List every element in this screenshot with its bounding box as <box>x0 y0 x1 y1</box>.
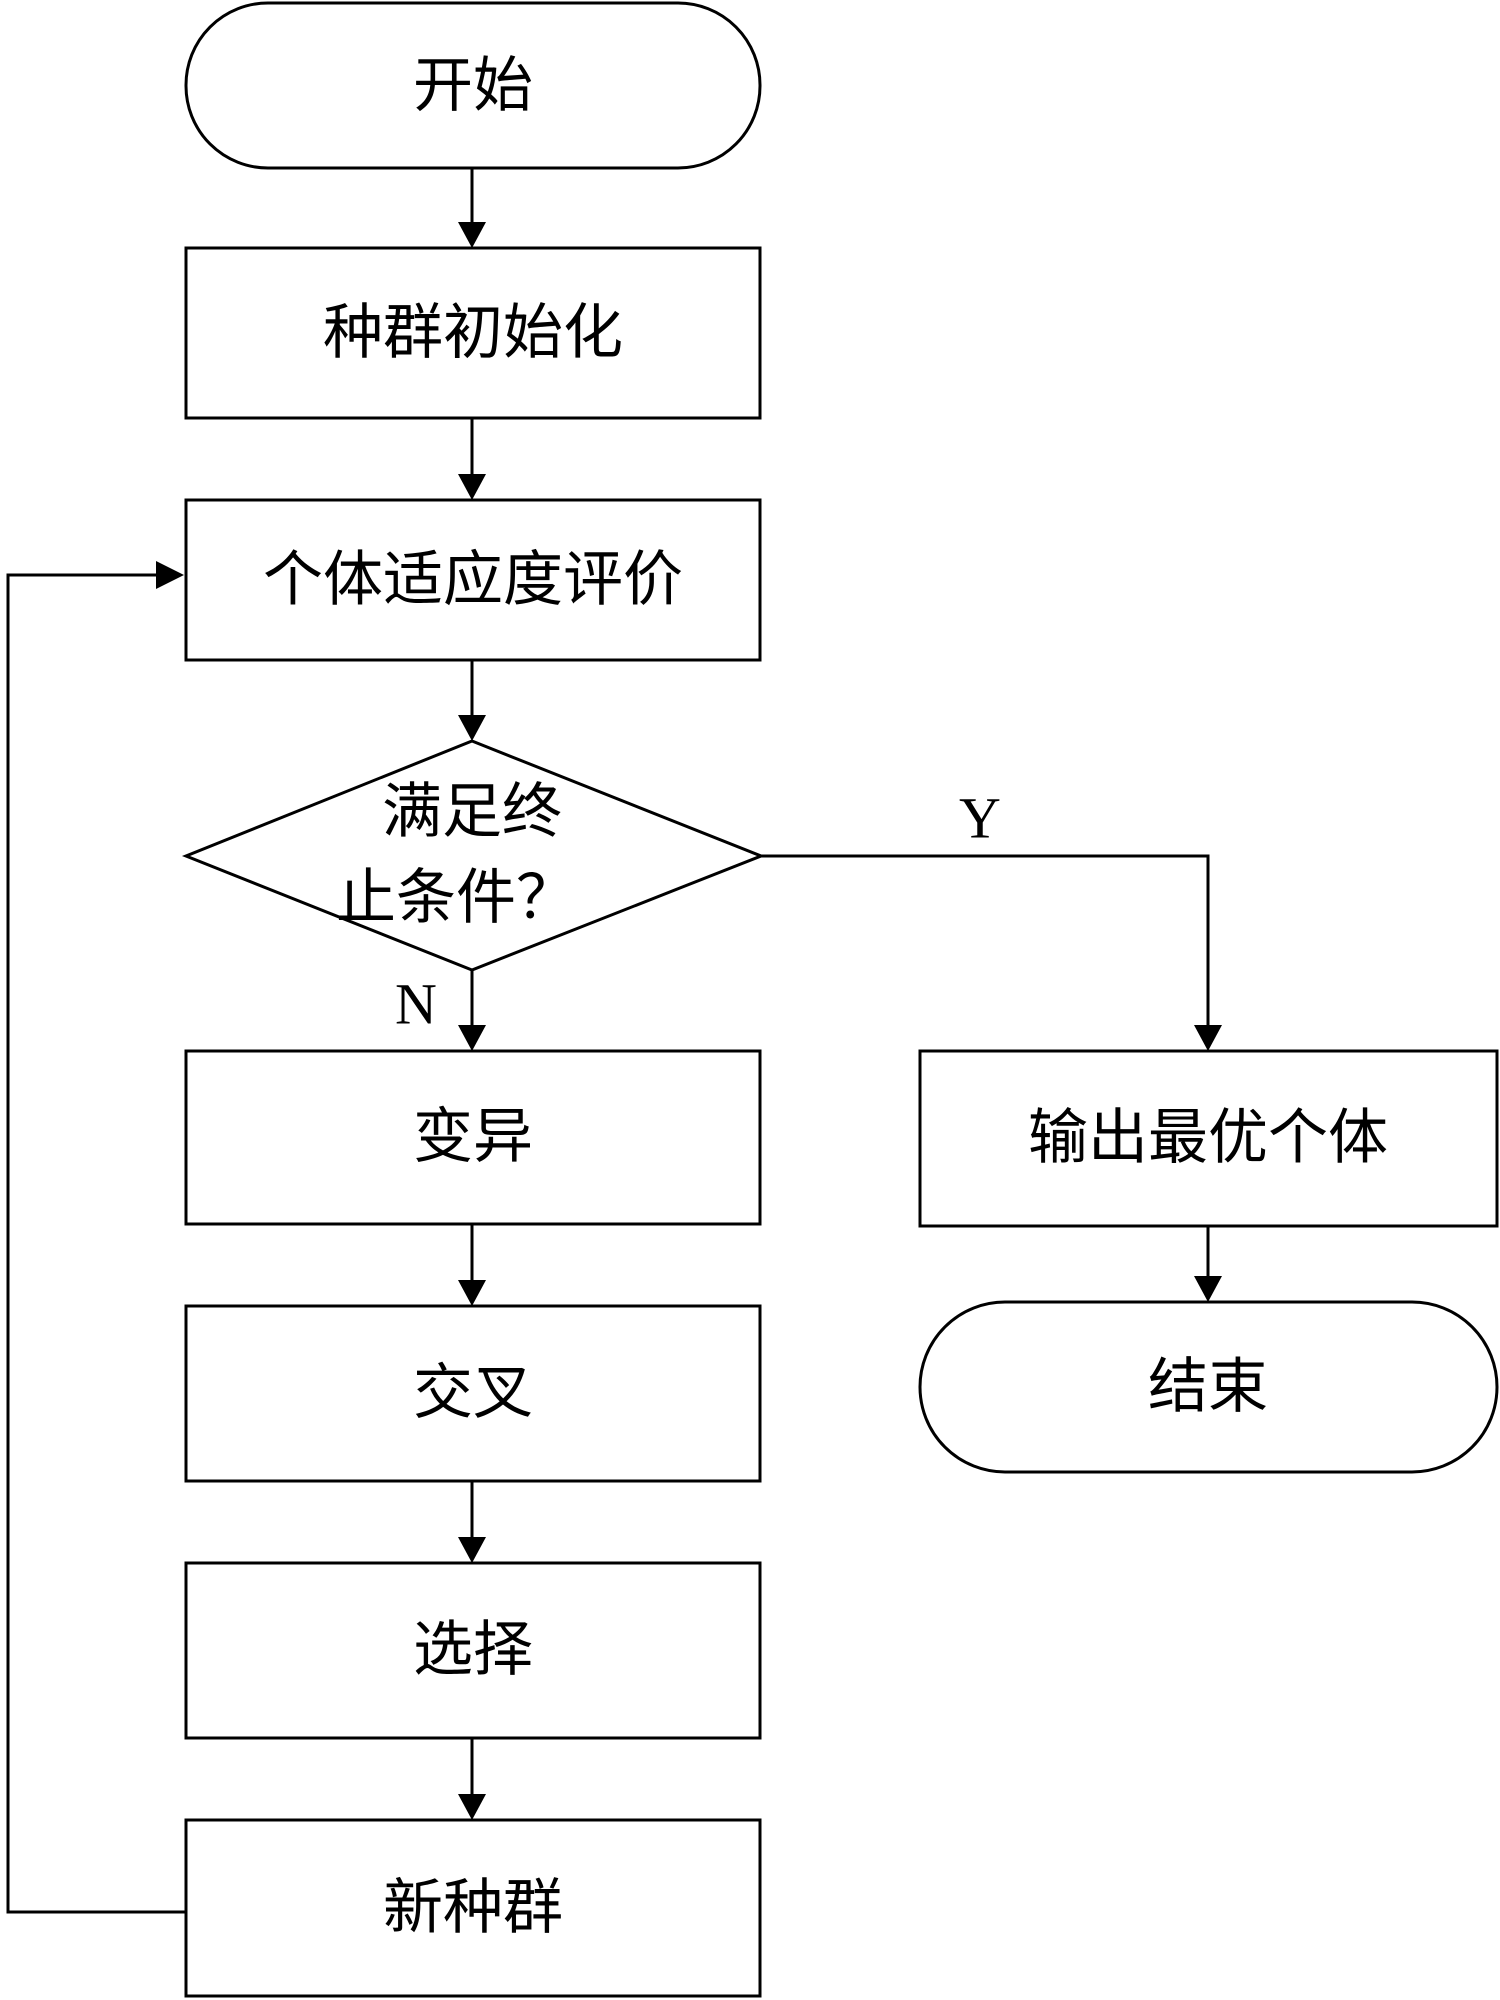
end-terminal <box>918 1300 1499 1474</box>
selection-process <box>184 1561 762 1740</box>
edge-loop-back <box>6 573 186 1914</box>
condition-label-line1: 满足终 <box>382 777 562 847</box>
condition-decision <box>181 739 766 972</box>
selection-label: 选择 <box>413 1615 533 1685</box>
arrowhead-condition <box>458 715 486 741</box>
mutation-label: 变异 <box>413 1102 533 1172</box>
new-population-label: 新种群 <box>383 1873 563 1943</box>
connectors <box>6 168 1222 1914</box>
arrowhead-loop <box>156 561 184 589</box>
no-branch-label: N <box>395 972 437 1037</box>
mutation-process <box>184 1049 762 1226</box>
arrowhead-init <box>458 222 486 248</box>
end-label: 结束 <box>1148 1352 1268 1422</box>
start-terminal <box>184 1 762 170</box>
arrowhead-crossover <box>458 1280 486 1306</box>
arrowhead-fitness <box>458 474 486 500</box>
arrowhead-selection <box>458 1537 486 1563</box>
arrowhead-newpop <box>458 1794 486 1820</box>
arrowhead-output <box>1194 1025 1222 1051</box>
init-label: 种群初始化 <box>323 298 623 368</box>
crossover-process <box>184 1304 762 1483</box>
arrowhead-mutation <box>458 1025 486 1051</box>
output-best-label: 输出最优个体 <box>1028 1103 1388 1173</box>
edge-condition-output <box>761 854 1210 1028</box>
init-process <box>184 246 762 420</box>
arrowhead-end <box>1194 1276 1222 1302</box>
output-best-process <box>918 1049 1499 1228</box>
condition-label-line2: 止条件？ <box>336 863 576 933</box>
crossover-label: 交叉 <box>413 1358 533 1428</box>
new-population-process <box>184 1818 762 1998</box>
fitness-process <box>184 498 762 662</box>
fitness-label: 个体适应度评价 <box>263 545 683 615</box>
yes-branch-label: Y <box>959 786 1001 851</box>
start-label: 开始 <box>413 51 533 121</box>
